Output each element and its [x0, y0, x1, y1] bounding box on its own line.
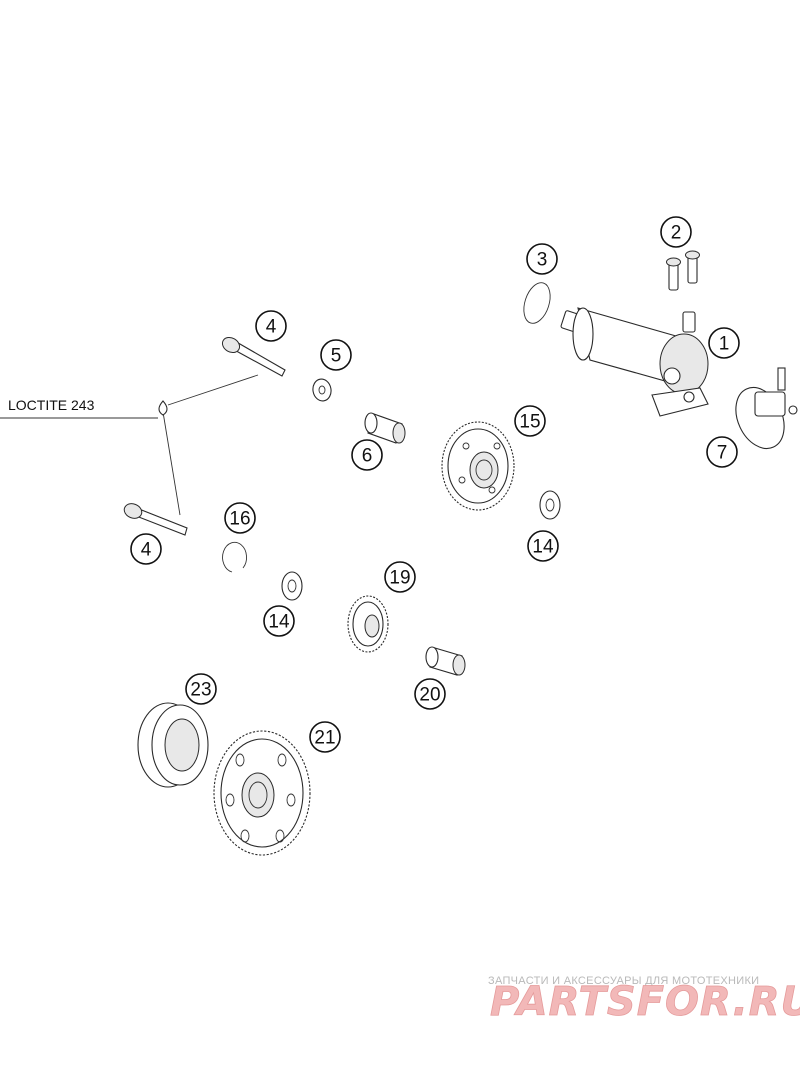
svg-text:1: 1: [719, 334, 730, 355]
callout-4-lower: 4: [130, 533, 162, 565]
bolt-lower: [123, 503, 188, 536]
callout-5: 5: [320, 339, 352, 371]
svg-text:14: 14: [268, 612, 290, 633]
svg-text:21: 21: [314, 728, 335, 749]
callout-23: 23: [185, 673, 217, 705]
starter-motor: [560, 307, 709, 417]
svg-text:16: 16: [229, 509, 250, 530]
primary-gear-21: [213, 730, 311, 856]
loctite-leader-lines: [0, 374, 259, 516]
mounting-screws: [666, 250, 700, 291]
freewheel-23: [137, 702, 209, 788]
callout-19: 19: [384, 561, 416, 593]
bushing-6: [364, 412, 406, 444]
svg-text:4: 4: [266, 317, 277, 338]
watermark-subtitle: ЗАПЧАСТИ И АКСЕССУАРЫ ДЛЯ МОТОТЕХНИКИ: [488, 975, 759, 987]
washer-14-right: [539, 490, 561, 520]
loctite-note: LOCTITE 243: [8, 397, 95, 413]
svg-text:4: 4: [141, 540, 152, 561]
washer-14-left: [281, 571, 303, 601]
svg-text:23: 23: [190, 680, 211, 701]
callout-7: 7: [706, 436, 738, 468]
svg-text:7: 7: [717, 443, 728, 464]
bolt-upper: [221, 336, 286, 377]
idler-gear-15: [441, 421, 515, 511]
callout-4-upper: 4: [255, 310, 287, 342]
svg-text:2: 2: [671, 223, 682, 244]
callout-21: 21: [309, 721, 341, 753]
callout-6: 6: [351, 439, 383, 471]
watermark-brand: PARTSFOR.RU: [490, 979, 800, 1025]
svg-text:3: 3: [537, 250, 548, 271]
washer-5: [312, 378, 332, 402]
idler-gear-19: [347, 595, 389, 653]
brush-holder: [735, 367, 798, 450]
callout-2: 2: [660, 216, 692, 248]
svg-text:15: 15: [519, 412, 540, 433]
callout-16: 16: [224, 502, 256, 534]
callout-15: 15: [514, 405, 546, 437]
svg-text:20: 20: [419, 685, 440, 706]
o-ring: [523, 282, 551, 324]
callout-14-right: 14: [527, 530, 559, 562]
callout-14-left: 14: [263, 605, 295, 637]
callout-20: 20: [414, 678, 446, 710]
circlip-16: [222, 541, 247, 573]
svg-text:19: 19: [389, 568, 410, 589]
callout-1: 1: [708, 327, 740, 359]
callout-3: 3: [526, 243, 558, 275]
svg-text:6: 6: [362, 446, 373, 467]
bushing-20: [425, 646, 466, 676]
svg-text:5: 5: [331, 346, 342, 367]
svg-text:14: 14: [532, 537, 554, 558]
